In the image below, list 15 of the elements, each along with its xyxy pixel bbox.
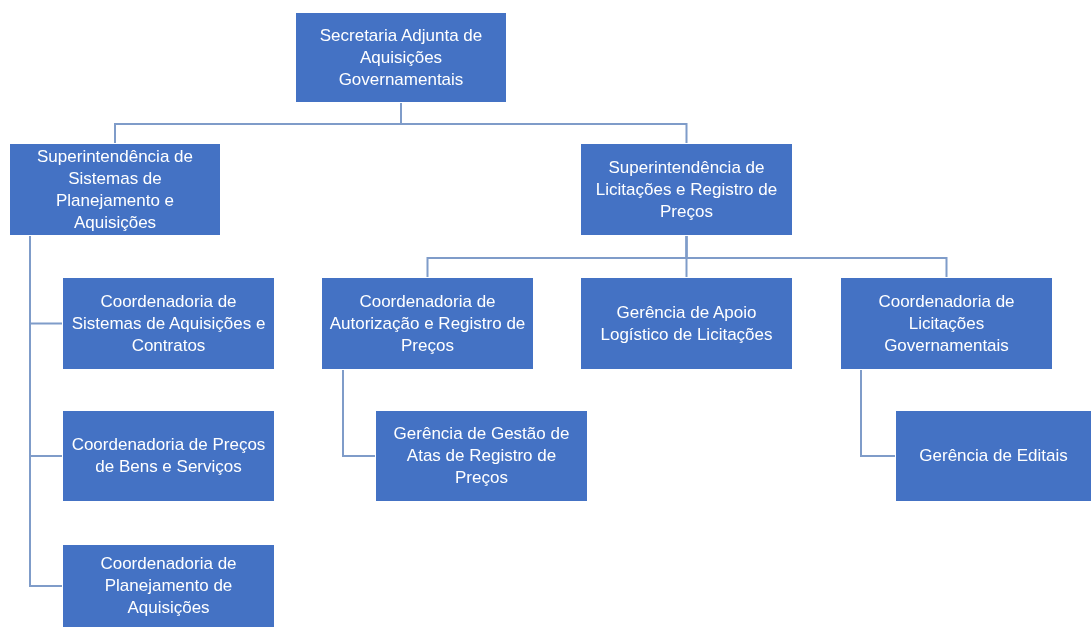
org-box: Gerência de Gestão de Atas de Registro de Preços — [375, 410, 588, 502]
org-box: Gerência de Apoio Logístico de Licitações — [580, 277, 793, 370]
org-box: Coordenadoria de Licitações Governamentais — [840, 277, 1053, 370]
org-box: Coordenadoria de Autorização e Registro de Preços — [321, 277, 534, 370]
connector-line — [860, 369, 896, 457]
org-box: Coordenadoria de Sistemas de Aquisições e Contratos — [62, 277, 275, 370]
connector-line — [342, 369, 376, 457]
org-box: Coordenadoria de Planejamento de Aquisições — [62, 544, 275, 628]
org-box: Coordenadoria de Preços de Bens e Serviços — [62, 410, 275, 502]
org-box: Secretaria Adjunta de Aquisições Governamentais — [295, 12, 507, 103]
connector-line — [400, 102, 688, 144]
org-box: Superintendência de Sistemas de Planejamento e Aquisições — [9, 143, 221, 236]
org-box: Gerência de Editais — [895, 410, 1092, 502]
connector-line — [685, 235, 948, 278]
org-box: Superintendência de Licitações e Registro de Preços — [580, 143, 793, 236]
